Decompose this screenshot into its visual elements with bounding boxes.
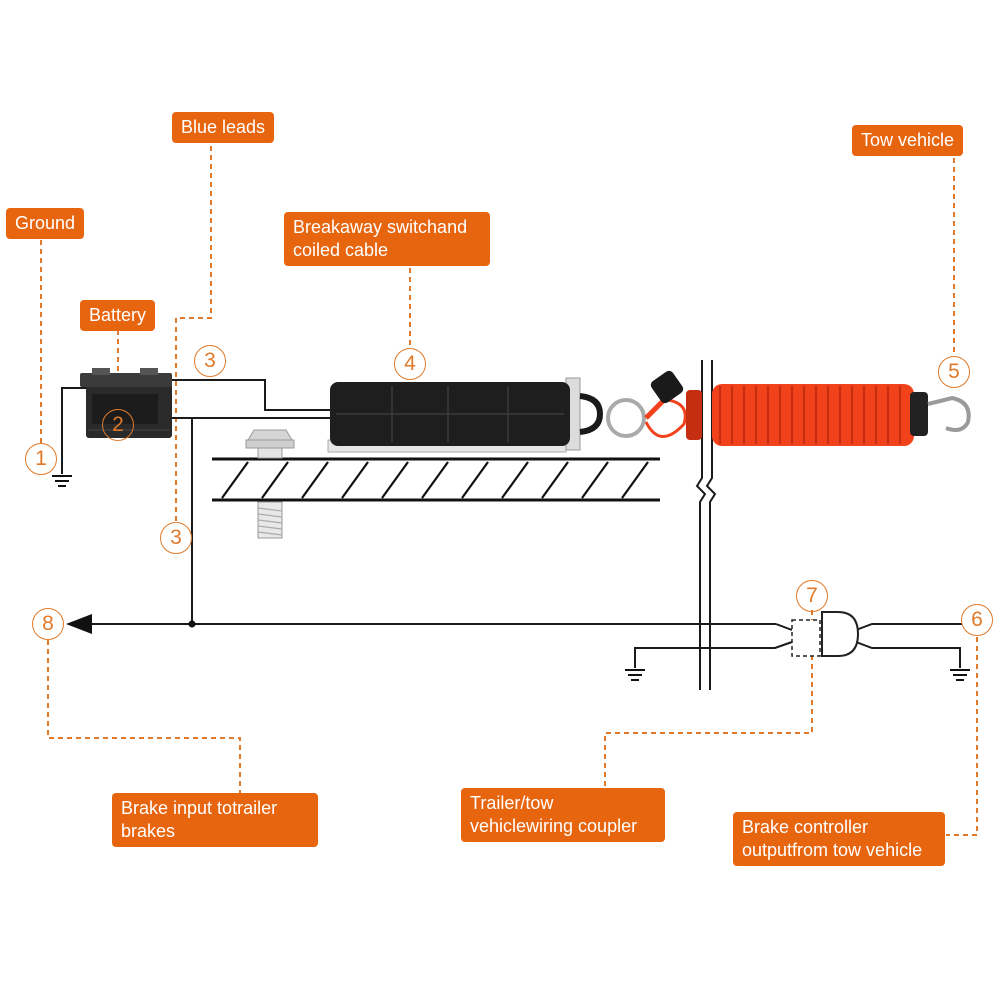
label-breakaway: Breakaway switchand coiled cable xyxy=(284,212,490,266)
label-controller-line1: Brake controller xyxy=(742,817,869,837)
mounting-beam xyxy=(212,457,660,502)
marker-3-bottom: 3 xyxy=(160,522,192,554)
marker-6: 6 xyxy=(961,604,993,636)
marker-3-top: 3 xyxy=(194,345,226,377)
label-battery: Battery xyxy=(80,300,156,331)
leader-brake-input xyxy=(47,640,241,795)
leader-lines xyxy=(40,146,978,836)
wire-junction xyxy=(188,620,196,628)
label-breakaway-line2: coiled cable xyxy=(293,240,389,260)
label-brake-input-line1: Brake input totrailer xyxy=(121,798,278,818)
divider-left xyxy=(695,360,707,690)
divider-right xyxy=(705,360,717,690)
leader-coupler xyxy=(604,610,813,789)
coupler-wire-left xyxy=(775,623,793,631)
label-blue-leads: Blue leads xyxy=(172,112,275,143)
label-breakaway-line1: Breakaway switchand xyxy=(293,217,468,237)
label-ground: Ground xyxy=(6,208,85,239)
marker-7: 7 xyxy=(796,580,828,612)
leader-blue-leads-top xyxy=(175,146,212,522)
label-coupler-line2: vehiclewiring coupler xyxy=(470,816,638,836)
label-tow-vehicle-text: Tow vehicle xyxy=(861,130,955,150)
leader-controller xyxy=(946,637,978,836)
marker-1: 1 xyxy=(25,443,57,475)
coupler-wire-right xyxy=(855,623,962,631)
coupler-ground-left xyxy=(634,641,793,668)
label-brake-input: Brake input totrailer brakes xyxy=(112,793,318,847)
label-blue-leads-text: Blue leads xyxy=(181,117,266,137)
label-brake-input-line2: brakes xyxy=(121,821,176,841)
label-coupler: Trailer/tow vehiclewiring coupler xyxy=(461,788,665,842)
brake-line-arrowhead xyxy=(66,614,92,634)
marker-5: 5 xyxy=(938,356,970,388)
blue-lead-upper xyxy=(172,379,330,411)
marker-2: 2 xyxy=(102,409,134,441)
breakaway-switch xyxy=(327,377,604,453)
marker-4: 4 xyxy=(394,348,426,380)
wiring-coupler xyxy=(791,611,860,657)
marker-8: 8 xyxy=(32,608,64,640)
label-tow-vehicle: Tow vehicle xyxy=(852,125,964,156)
mounting-bolt xyxy=(245,429,295,539)
coiled-cable xyxy=(606,370,971,446)
label-coupler-line1: Trailer/tow xyxy=(470,793,554,813)
label-ground-text: Ground xyxy=(15,213,76,233)
coupler-ground-right xyxy=(855,641,961,668)
ground-symbol-battery xyxy=(52,475,72,487)
ground-symbol-right xyxy=(950,669,970,681)
label-controller-line2: outputfrom tow vehicle xyxy=(742,840,923,860)
ground-symbol-left xyxy=(625,669,645,681)
ground-wire xyxy=(61,387,86,474)
label-battery-text: Battery xyxy=(89,305,147,325)
label-controller: Brake controller outputfrom tow vehicle xyxy=(733,812,945,866)
